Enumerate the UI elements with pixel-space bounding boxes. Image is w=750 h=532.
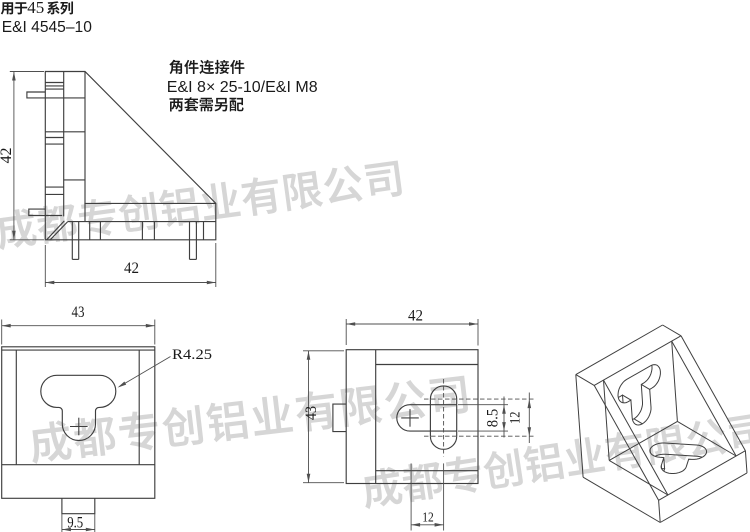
svg-text:E&I 4545–10: E&I 4545–10 [2,19,92,36]
svg-text:42: 42 [408,308,423,325]
svg-text:8.5: 8.5 [485,409,502,427]
svg-text:43: 43 [72,304,85,321]
svg-text:12: 12 [422,510,434,525]
svg-text:R4.25: R4.25 [172,347,212,363]
svg-text:12: 12 [508,411,524,424]
svg-text:45: 45 [27,0,44,17]
svg-text:42: 42 [124,260,139,277]
svg-text:9.5: 9.5 [67,514,83,531]
svg-text:43: 43 [303,406,320,420]
svg-text:E&I 8× 25-10/E&I M8: E&I 8× 25-10/E&I M8 [167,79,318,96]
svg-text:42: 42 [0,148,15,164]
